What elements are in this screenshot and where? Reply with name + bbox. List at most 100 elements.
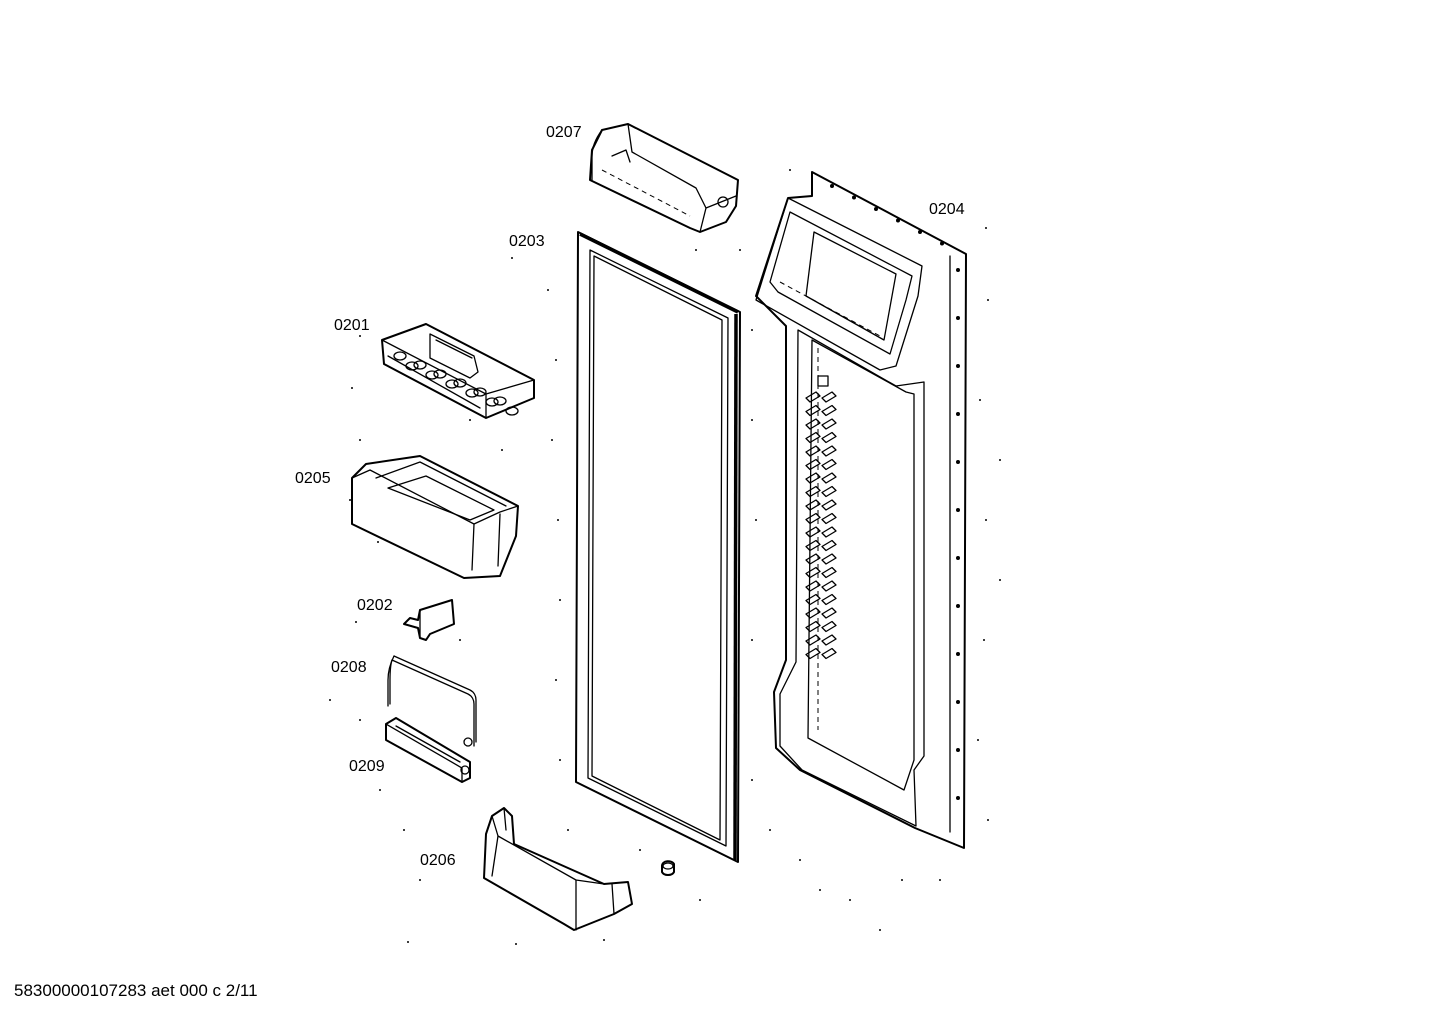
clip-hook <box>821 472 837 484</box>
egg-cup <box>393 351 407 361</box>
clip-hook <box>821 526 837 538</box>
clip-hook <box>821 607 837 619</box>
clip-hook <box>821 458 837 471</box>
part-0207-compartment-lid[interactable] <box>589 123 739 233</box>
leader-dot <box>377 541 379 543</box>
part-0201-egg-tray[interactable] <box>381 323 535 419</box>
leader-dot <box>999 459 1001 461</box>
leader-dot <box>751 329 753 331</box>
clip-hook <box>821 593 837 606</box>
rivet-dot <box>956 796 960 800</box>
leader-dot <box>559 759 561 761</box>
clip-hook <box>805 485 821 498</box>
clip-hook <box>821 553 837 565</box>
leader-dot <box>879 929 881 931</box>
rivet-dot <box>874 207 878 211</box>
leader-dot <box>459 639 461 641</box>
egg-cup <box>453 378 467 388</box>
rivet-dot <box>956 460 960 464</box>
leader-dot <box>751 419 753 421</box>
leader-dot <box>555 359 557 361</box>
rivet-dot <box>852 195 856 200</box>
clip-hook <box>805 647 821 660</box>
clip-hook <box>805 607 821 619</box>
part-0202-bracket[interactable] <box>403 599 455 641</box>
leader-dot <box>849 899 851 901</box>
leader-dot <box>987 819 989 821</box>
rivet-dot <box>956 700 960 704</box>
egg-cup <box>405 361 419 371</box>
clip-hook <box>821 404 837 417</box>
egg-cup <box>493 396 507 406</box>
leader-dot <box>985 519 987 521</box>
clip-hook <box>805 458 821 471</box>
part-label-0202: 0202 <box>357 597 393 614</box>
leader-dot <box>379 789 381 791</box>
leader-dot <box>819 889 821 891</box>
part-label-0208: 0208 <box>331 659 367 676</box>
clip-tab <box>817 375 829 387</box>
rivet-dot <box>956 652 960 656</box>
egg-cup <box>445 379 459 389</box>
clip-hook <box>805 472 821 484</box>
liner-rivets <box>830 184 960 800</box>
part-0203-door-gasket[interactable] <box>575 231 741 863</box>
leader-dot <box>751 639 753 641</box>
clip-hook <box>821 580 837 592</box>
egg-cup <box>485 397 499 407</box>
egg-cup <box>425 370 439 380</box>
leader-dot <box>419 879 421 881</box>
clip-hook <box>805 445 821 457</box>
clip-hook <box>805 553 821 565</box>
leader-dot <box>511 257 513 259</box>
leader-dot <box>359 719 361 721</box>
clip-hook <box>821 445 837 457</box>
rivet-dot <box>956 748 960 752</box>
leader-dot <box>555 679 557 681</box>
clip-hook <box>821 391 837 403</box>
leader-dot <box>603 939 605 941</box>
egg-cup <box>433 369 447 379</box>
clip-hook <box>805 526 821 538</box>
clip-hook <box>821 499 837 511</box>
rivet-dot <box>956 556 960 560</box>
egg-cup <box>505 406 519 416</box>
leader-dot <box>355 621 357 623</box>
leader-dot <box>789 169 791 171</box>
leader-dot <box>695 249 697 251</box>
liner-clip-rails <box>805 375 837 660</box>
rivet-dot <box>956 508 960 512</box>
leader-dot <box>557 519 559 521</box>
leader-dot <box>983 639 985 641</box>
clip-hook <box>805 566 821 579</box>
leader-dot <box>699 899 701 901</box>
clip-hook <box>821 647 837 660</box>
clip-hook <box>821 566 837 579</box>
leader-dot <box>939 879 941 881</box>
part-0206-bottom-bin[interactable] <box>483 807 633 931</box>
clip-hook <box>821 418 837 430</box>
part-label-0203: 0203 <box>509 233 545 250</box>
part-0204-door-liner[interactable] <box>755 171 967 849</box>
leader-dot <box>515 943 517 945</box>
clip-hook <box>805 580 821 592</box>
part-label-0209: 0209 <box>349 758 385 775</box>
part-0208-wire-frame[interactable] <box>387 655 477 747</box>
leader-dot <box>559 599 561 601</box>
clip-hook <box>805 593 821 606</box>
leader-dot <box>403 829 405 831</box>
rivet-dot <box>896 218 900 223</box>
clip-hook <box>805 431 821 444</box>
clip-hook <box>805 391 821 403</box>
leader-dot <box>639 849 641 851</box>
clip-hook <box>805 512 821 525</box>
leader-dot <box>985 227 987 229</box>
clip-hook <box>805 499 821 511</box>
part-0205-door-bin[interactable] <box>351 455 519 579</box>
leader-dot <box>739 249 741 251</box>
part-0209-guide-rail[interactable] <box>385 717 471 783</box>
document-reference: 58300000107283 aet 000 c 2/11 <box>14 981 258 1000</box>
leader-dot <box>359 439 361 441</box>
egg-cups <box>393 351 519 416</box>
